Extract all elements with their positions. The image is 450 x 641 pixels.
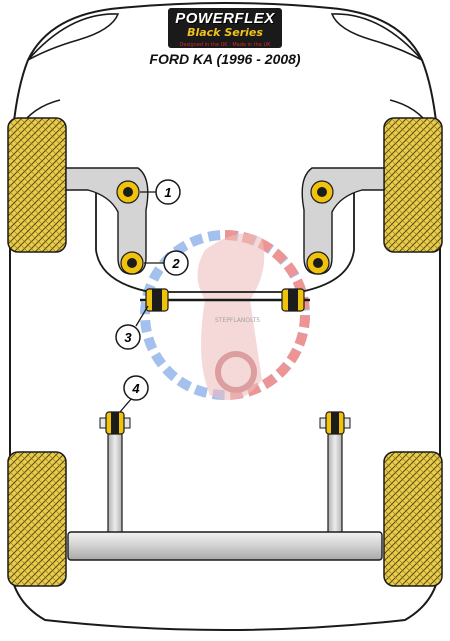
front-right-tyre <box>383 117 443 253</box>
wishbone-front-bush-left <box>116 180 140 204</box>
callout-4: 4 <box>119 375 149 413</box>
front-left-tyre <box>7 117 67 253</box>
callout-4-number: 4 <box>131 381 140 396</box>
bonnet-line-right <box>330 13 423 61</box>
watermark-text: STEPFLANOLT5 <box>215 317 260 324</box>
wishbone-rear-bush-left <box>120 251 144 275</box>
bonnet-line-left <box>27 13 120 61</box>
brand-series: Black Series <box>187 26 263 39</box>
rear-axle-post-left <box>107 427 123 535</box>
watermark-logo: STEPFLANOLT5 <box>140 230 311 400</box>
rear-axle-bush-left <box>99 411 131 435</box>
rear-axle-beam <box>67 531 383 561</box>
brand-logo: POWERFLEX Black Series <box>168 8 282 48</box>
callout-3: 3 <box>115 305 149 350</box>
front-subframe <box>95 188 355 293</box>
rear-axle-post-right <box>327 427 343 535</box>
wishbone-rear-bush-right <box>306 251 330 275</box>
anti-roll-bar-bush-right <box>281 288 305 312</box>
callout-1: 1 <box>140 179 181 205</box>
car-body-outline <box>9 2 441 631</box>
callout-3-number: 3 <box>124 330 132 345</box>
callout-1-number: 1 <box>164 185 171 200</box>
anti-roll-bar-bush-left <box>145 288 169 312</box>
callout-2-number: 2 <box>171 256 180 271</box>
brand-name: POWERFLEX <box>175 10 275 27</box>
wishbone-front-bush-right <box>310 180 334 204</box>
rear-axle-bush-right <box>319 411 351 435</box>
rear-left-tyre <box>7 451 67 587</box>
brand-tagline: Designed in the UK · Made in the UK <box>179 42 271 48</box>
callout-2: 2 <box>144 250 189 276</box>
page-title: FORD KA (1996 - 2008) <box>149 51 301 67</box>
rear-right-tyre <box>383 451 443 587</box>
